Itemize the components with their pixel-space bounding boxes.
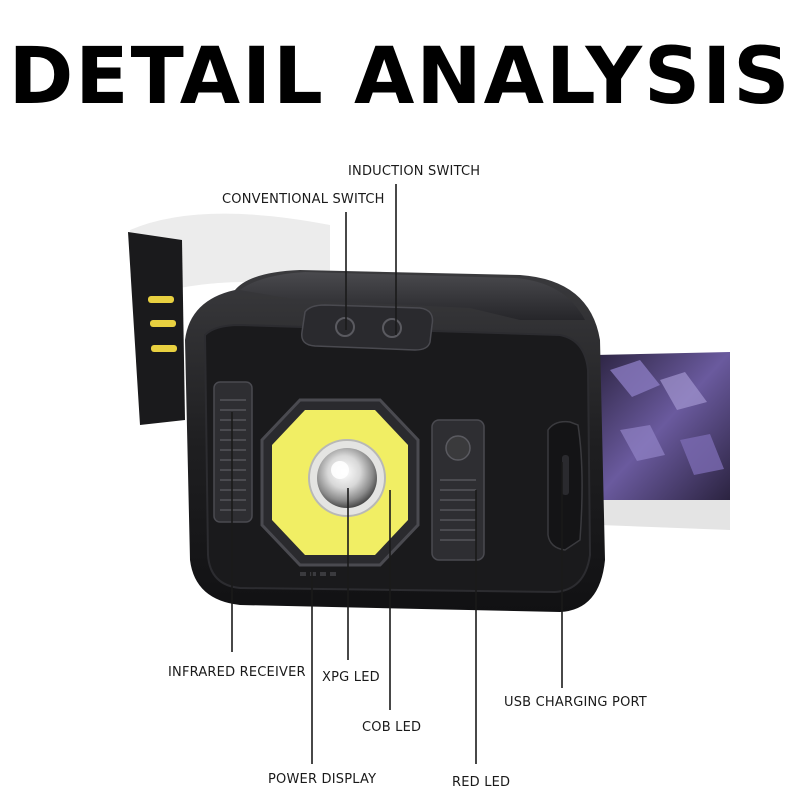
page-title: DETAIL ANALYSIS [8, 32, 792, 122]
label-usb-charging-port: USB CHARGING PORT [504, 695, 647, 710]
power-display-indicator [300, 572, 336, 576]
red-led-window [431, 419, 485, 561]
strap-stripe [150, 320, 176, 327]
xpg-led [308, 439, 386, 517]
infrared-receiver-window [213, 381, 253, 523]
strap-stripe [151, 345, 177, 352]
label-red-led: RED LED [452, 775, 511, 790]
label-xpg-led: XPG LED [322, 670, 380, 685]
strap-stripe [148, 296, 174, 303]
label-conventional-switch: CONVENTIONAL SWITCH [222, 192, 385, 207]
label-infrared-receiver: INFRARED RECEIVER [168, 665, 306, 680]
head-strap-right [595, 352, 730, 530]
leader-lines [231, 184, 563, 764]
label-cob-led: COB LED [362, 720, 422, 735]
label-induction-switch: INDUCTION SWITCH [348, 164, 481, 179]
label-power-display: POWER DISPLAY [268, 772, 377, 787]
button-housing [301, 304, 434, 351]
